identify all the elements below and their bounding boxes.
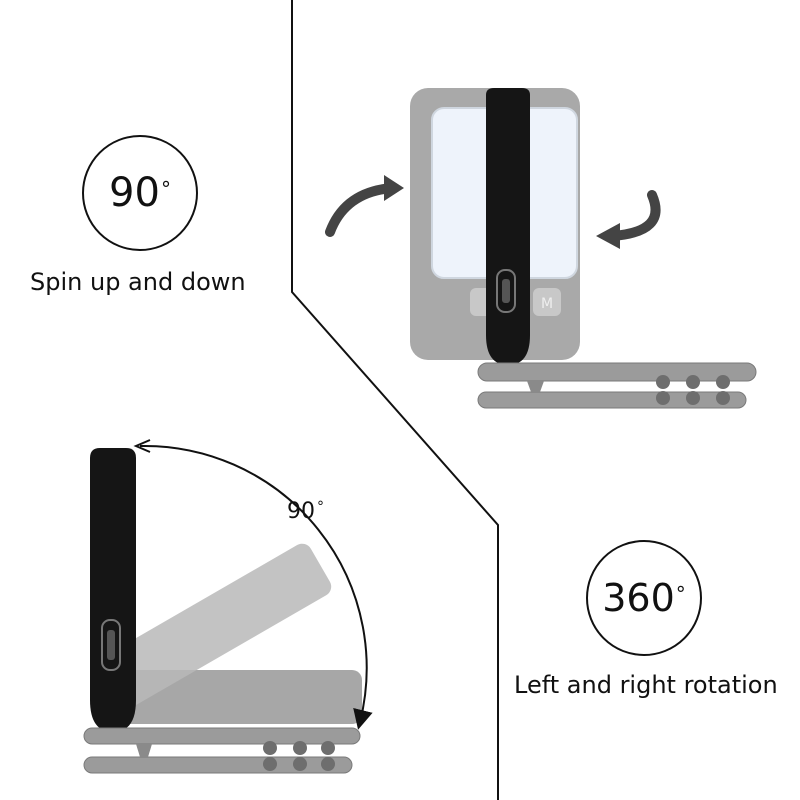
- tilt-angle-value: 90: [109, 170, 160, 216]
- rotation-angle-badge: 360°: [586, 540, 702, 656]
- rotation-angle-unit: °: [675, 582, 686, 606]
- rotation-arrow-left-icon: [325, 183, 397, 237]
- tilt-angle-unit: °: [160, 177, 171, 201]
- svg-text:M: M: [541, 296, 553, 312]
- arc-angle-unit: °: [317, 499, 324, 515]
- lamp-tilt-view: [83, 448, 362, 774]
- lamp-front-view: M: [410, 88, 757, 409]
- tilt-angle-badge: 90°: [82, 135, 198, 251]
- arc-angle-value: 90: [287, 499, 315, 524]
- rotation-caption: Left and right rotation: [514, 671, 778, 699]
- divider-line: [291, 0, 499, 800]
- tilt-arc-arrow-icon: [139, 444, 373, 730]
- tilt-caption: Spin up and down: [30, 268, 246, 296]
- arc-angle-label: 90°: [287, 499, 324, 524]
- rotation-angle-value: 360: [602, 576, 675, 620]
- rotation-arrow-right-icon: [607, 190, 661, 241]
